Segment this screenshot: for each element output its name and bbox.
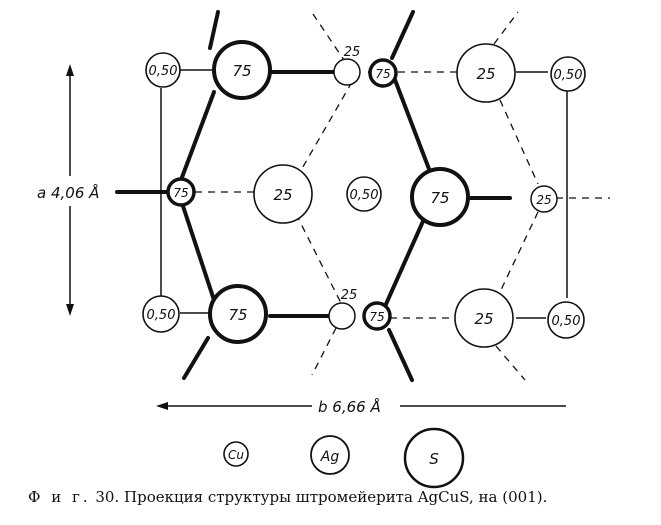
arrow-left-icon [156, 402, 168, 410]
arrow-up-icon [66, 64, 74, 76]
legend-ag: Ag [310, 435, 350, 475]
dimension-b-label: b 6,66 Å [318, 397, 381, 416]
figure-caption-text: 30. Проекция структуры штромейерита AgCu… [90, 488, 548, 506]
bond [182, 336, 210, 380]
atom-cu-050: 0,50 [550, 56, 586, 92]
legend: Cu Ag S [223, 427, 465, 489]
atom-s-25: 25 [253, 164, 313, 224]
svg-text:0,50: 0,50 [554, 68, 583, 83]
atom-s-25: 25 [456, 43, 516, 103]
bond [208, 10, 220, 50]
atom-cu-75: 75 [368, 58, 398, 88]
svg-text:25: 25 [476, 65, 495, 83]
svg-text:75: 75 [173, 186, 188, 200]
svg-text:75: 75 [375, 67, 390, 81]
dash [493, 11, 519, 45]
dash [311, 327, 337, 376]
dash [299, 81, 353, 173]
atom-s-75: 75 [410, 167, 470, 227]
atom-cu-25: 25 [530, 185, 558, 213]
svg-text:75: 75 [232, 62, 251, 80]
figure-caption: Ф и г. 30. Проекция структуры штромейери… [28, 488, 648, 506]
atom-s-75: 75 [208, 284, 268, 344]
svg-text:75: 75 [369, 310, 384, 324]
thick-bonds [115, 10, 512, 382]
atom-cu-050: 0,50 [346, 176, 382, 212]
dimension-b [156, 402, 566, 410]
bond [179, 90, 216, 182]
atom-cu-25: 25 [333, 45, 361, 86]
svg-text:Cu: Cu [228, 448, 244, 462]
dash [495, 345, 526, 381]
svg-text:0,50: 0,50 [350, 188, 379, 203]
svg-text:25: 25 [344, 45, 361, 60]
dimension-a-label: a 4,06 Å [37, 183, 99, 202]
bond [390, 10, 415, 60]
svg-text:25: 25 [474, 310, 493, 328]
atom-cu-050: 0,50 [547, 301, 585, 339]
svg-text:0,50: 0,50 [149, 64, 178, 79]
bond [387, 328, 414, 382]
svg-text:Ag: Ag [320, 449, 340, 465]
atom-s-25: 25 [454, 288, 514, 348]
dashed-lines [195, 11, 610, 381]
svg-text:S: S [429, 450, 439, 468]
dash [499, 99, 539, 185]
svg-text:75: 75 [228, 306, 247, 324]
figure-caption-prefix: Ф и г. [28, 488, 91, 506]
svg-text:75: 75 [430, 189, 449, 207]
atom-cu-050: 0,50 [142, 295, 180, 333]
bond [179, 198, 216, 302]
atom-s-75: 75 [212, 40, 272, 100]
dash [312, 13, 345, 61]
dash [295, 213, 343, 306]
atom-cu-75: 75 [362, 301, 392, 331]
dimension-a [66, 64, 74, 316]
atoms: 0,50 0,50 0,50 0,50 0,50 75 75 75 [142, 40, 586, 348]
dash [499, 211, 539, 293]
legend-s: S [403, 427, 465, 489]
svg-text:25: 25 [341, 288, 358, 303]
svg-text:0,50: 0,50 [147, 308, 176, 323]
svg-text:25: 25 [273, 186, 292, 204]
atom-cu-25: 25 [328, 288, 358, 330]
svg-text:25: 25 [536, 193, 551, 207]
arrow-down-icon [66, 304, 74, 316]
legend-cu: Cu [223, 441, 249, 467]
svg-text:0,50: 0,50 [552, 314, 581, 329]
atom-cu-75: 75 [166, 177, 196, 207]
atom-cu-050: 0,50 [145, 52, 181, 88]
